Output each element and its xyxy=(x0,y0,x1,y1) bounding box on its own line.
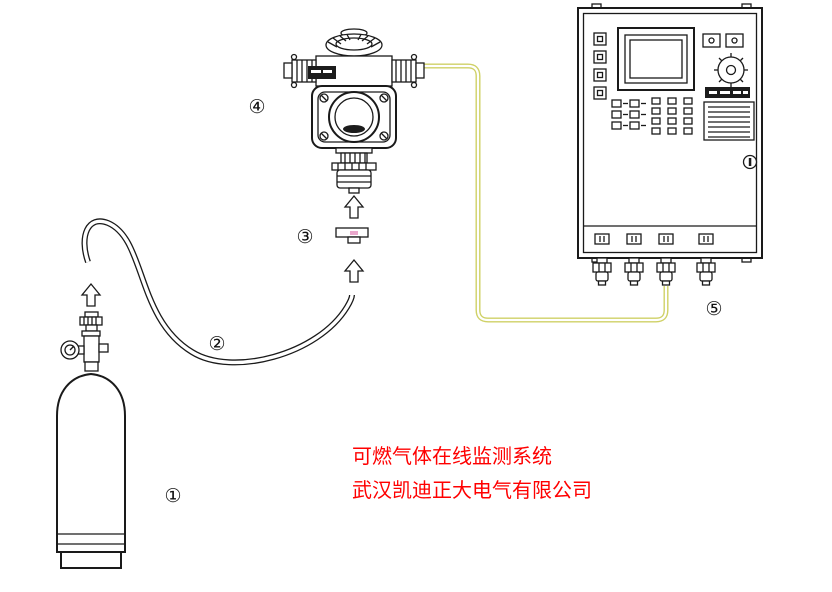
cable-glands xyxy=(592,257,716,286)
caption-line-1: 可燃气体在线监测系统 xyxy=(352,446,552,468)
detector-sensor-cup xyxy=(331,147,377,194)
calibration-cap xyxy=(335,227,369,244)
hose xyxy=(81,218,355,366)
caption: 可燃气体在线监测系统 武汉凯迪正大电气有限公司 xyxy=(352,440,592,508)
label-hose: ② xyxy=(208,333,226,355)
detector-cap xyxy=(325,28,383,57)
label-controller: ⑤ xyxy=(705,298,723,320)
detector-junction-box xyxy=(283,53,425,89)
signal-cable xyxy=(424,63,669,323)
panel-model-plate xyxy=(705,87,750,98)
cable-gland xyxy=(656,257,676,286)
panel-screen xyxy=(617,27,695,91)
caption-line-2: 武汉凯迪正大电气有限公司 xyxy=(352,480,592,502)
panel-speaker-grille xyxy=(703,101,755,141)
detector-name-plate xyxy=(308,66,336,79)
flow-arrow-detector xyxy=(343,194,365,219)
label-calibration-cap: ③ xyxy=(296,226,314,248)
label-cylinder: ① xyxy=(164,485,182,507)
cable-gland xyxy=(624,257,644,286)
flow-arrow-cap xyxy=(343,258,365,283)
flow-arrow-cylinder xyxy=(80,282,102,307)
panel-top-buttons xyxy=(702,33,744,48)
cable-gland xyxy=(696,257,716,286)
panel-side-buttons xyxy=(593,32,607,100)
label-detector: ④ xyxy=(248,96,266,118)
panel-terminal-blocks xyxy=(594,233,714,245)
control-panel xyxy=(577,3,763,286)
panel-dial xyxy=(714,53,748,87)
panel-indicator-lights xyxy=(611,97,693,135)
gas-detector xyxy=(283,28,425,194)
pressure-gauge xyxy=(60,340,80,360)
panel-lock xyxy=(742,154,758,170)
cable-gland xyxy=(592,257,612,286)
detector-display xyxy=(311,85,397,149)
cylinder-body xyxy=(56,372,126,569)
gas-cylinder xyxy=(56,311,126,569)
cylinder-valve xyxy=(77,311,109,372)
